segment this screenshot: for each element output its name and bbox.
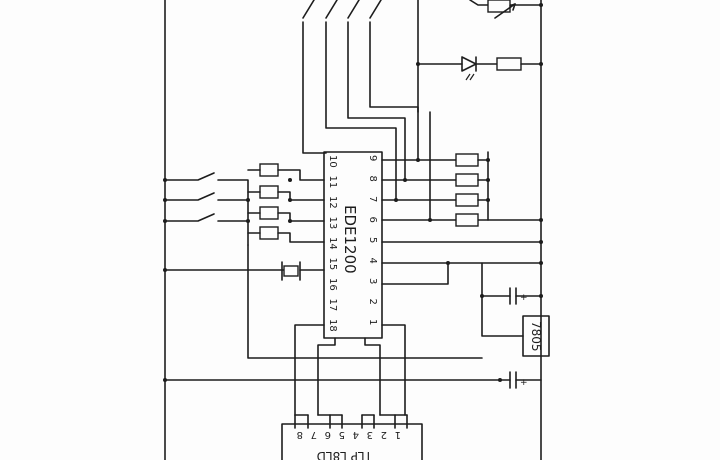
capacitor-2-polarity: +: [520, 378, 528, 388]
pin-number: 17: [327, 299, 338, 312]
regulator-7805: 7805: [481, 262, 550, 357]
pin-number: 13: [327, 217, 338, 230]
pin-number: 4: [367, 258, 378, 264]
led-branch: [416, 56, 543, 81]
regulator-label: 7805: [529, 321, 543, 352]
ic-bottom-label: TLP L8LD: [317, 449, 373, 460]
ic-right-wiring: [381, 111, 543, 285]
pin-number: 1: [367, 319, 378, 325]
pin-number: 3: [367, 278, 378, 284]
left-switches: [163, 172, 250, 246]
pin-number: 12: [327, 196, 338, 209]
pin-number: 4: [353, 429, 359, 440]
capacitor-1: +: [480, 287, 543, 305]
ic-pins-left: 10 11 12 13 14 15 16 17 18: [327, 155, 338, 332]
crystal: [163, 261, 325, 281]
pin-number: 1: [395, 429, 401, 440]
bottom-wiring: [163, 244, 501, 416]
pin-number: 8: [367, 176, 378, 182]
resistor-bank-left: [247, 163, 325, 243]
pin-number: 9: [367, 155, 378, 161]
pin-number: 16: [327, 278, 338, 291]
ic-pins-right: 9 8 7 6 5 4 3 2 1: [367, 155, 378, 325]
pin-number: 14: [327, 237, 338, 250]
pin-number: 6: [367, 217, 378, 223]
pin-number: 11: [327, 176, 338, 189]
pin-number: 18: [327, 319, 338, 332]
potentiometer: [417, 0, 543, 113]
pin-number: 15: [327, 258, 338, 271]
pin-number: 6: [325, 429, 331, 440]
pin-number: 2: [381, 429, 387, 440]
pin-number: 2: [367, 299, 378, 305]
pin-number: 3: [367, 429, 373, 440]
capacitor-1-polarity: +: [520, 293, 528, 303]
pin-number: 7: [367, 196, 378, 202]
capacitor-2: +: [498, 371, 542, 389]
pin-number: 7: [311, 429, 317, 440]
resistor-bank-right: [455, 151, 490, 227]
pin-number: 5: [339, 429, 345, 440]
ic-ede1200-label: EDE1200: [341, 205, 359, 274]
pin-number: 5: [367, 237, 378, 243]
ic-ede1200: EDE1200 10 11 12 13 14 15 16 17 18 9 8 7 6 5 4 3 2 1: [323, 151, 383, 339]
top-switches: [302, 0, 419, 201]
pin-number: 10: [327, 155, 338, 168]
pin-number: 8: [297, 429, 303, 440]
